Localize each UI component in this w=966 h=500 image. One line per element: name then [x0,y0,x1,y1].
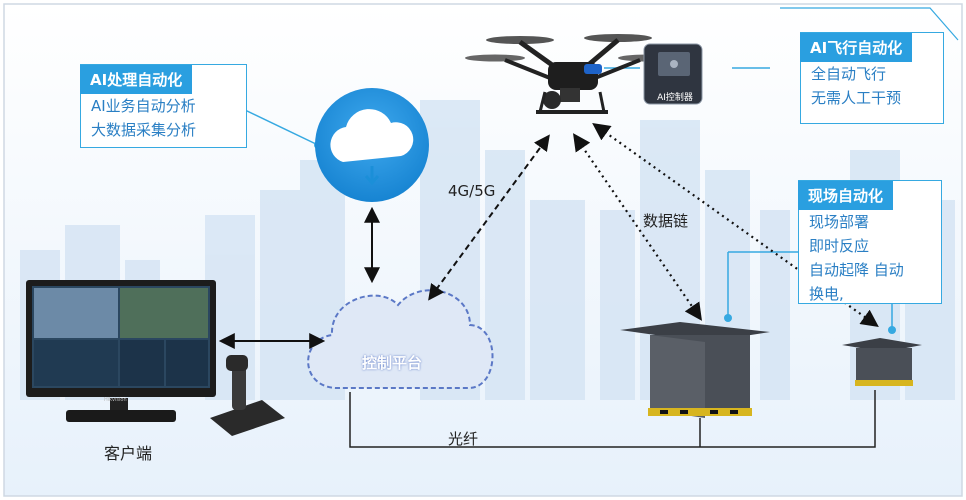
fiber-line [349,390,876,448]
leader-dot [724,314,732,322]
monitor-brand: Hikvision [104,397,127,403]
ai-flight-line-1: 全自动飞行 [811,65,887,83]
site-auto-line-3: 自动起降 自动 [809,261,904,279]
site-auto-line-4: 换电, [809,285,844,303]
control-platform-cloud [307,289,494,390]
client-label: 客户端 [104,444,153,463]
ai-controller-label: AI控制器 [657,93,693,103]
ai-controller-chip [643,43,703,105]
drone-icon [465,34,678,114]
control-platform-label: 控制平台 [362,354,423,372]
client-monitor [26,280,216,422]
ai-processing-box: AI处理自动化 AI业务自动分析 大数据采集分析 [80,64,247,148]
ai-flight-box: AI飞行自动化 全自动飞行 无需人工干预 [800,32,944,124]
ai-processing-line-1: AI业务自动分析 [91,97,196,115]
small-dock-cabinet [842,338,922,386]
link-datalink-label: 数据链 [643,212,689,230]
ai-flight-line-2: 无需人工干预 [811,89,902,107]
fiber-label: 光纤 [448,430,479,448]
joystick-icon [210,355,285,436]
leader-dot [888,326,896,334]
ai-flight-title: AI飞行自动化 [800,33,913,62]
site-auto-box: 现场自动化 现场部署 即时反应 自动起降 自动 换电, [798,180,942,304]
site-auto-line-1: 现场部署 [809,213,870,231]
site-auto-line-2: 即时反应 [809,237,870,255]
ai-processing-title: AI处理自动化 [80,65,193,94]
arrow-4g5g [428,134,550,301]
leader-ai-processing [244,109,319,146]
link-4g5g-label: 4G/5G [448,182,496,200]
site-auto-title: 现场自动化 [798,181,894,210]
large-dock-cabinet [620,322,770,418]
ai-processing-line-2: 大数据采集分析 [91,121,197,139]
ai-cloud-icon [315,88,429,202]
decor-line [780,7,959,41]
